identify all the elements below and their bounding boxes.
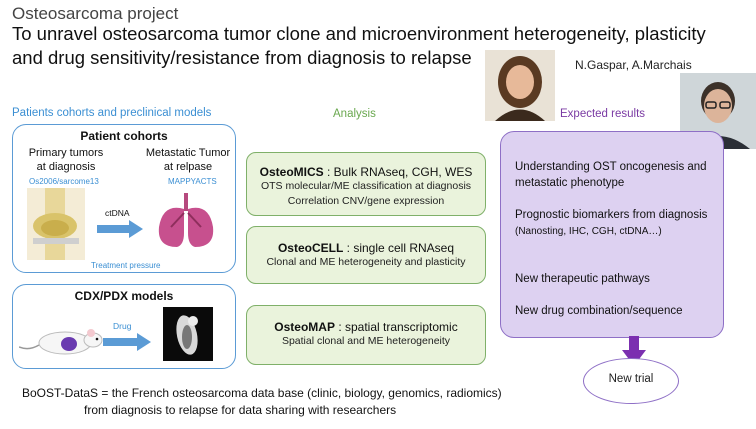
new-trial-label: New trial <box>584 373 678 385</box>
authors: N.Gaspar, A.Marchais <box>575 58 692 72</box>
drug-label: Drug <box>113 321 131 331</box>
patient-cohorts-title: Patient cohorts <box>13 129 235 143</box>
bone-tumor-image <box>27 188 85 260</box>
osteocell-line-1: Clonal and ME heterogeneity and plastici… <box>247 255 485 270</box>
ctdna-label: ctDNA <box>105 208 130 218</box>
result-drug-combination: New drug combination/sequence <box>515 304 710 320</box>
mouse-image <box>19 325 103 357</box>
section-label-cohorts: Patients cohorts and preclinical models <box>12 107 211 119</box>
osteomap-line-1: Spatial clonal and ME heterogeneity <box>247 334 485 349</box>
result-biomarkers-detail: (Nanosting, IHC, CGH, ctDNA…) <box>515 226 662 237</box>
primary-tumors-label: Primary tumors at diagnosis <box>21 147 111 175</box>
primary-line-2: at diagnosis <box>21 161 111 175</box>
osteomap-desc: : spatial transcriptomic <box>335 320 458 334</box>
drug-arrow <box>103 333 151 351</box>
result-biomarkers-main: Prognostic biomarkers from diagnosis <box>515 209 707 221</box>
section-label-analysis: Analysis <box>333 108 376 120</box>
osteomics-header: OsteoMICS : Bulk RNAseq, CGH, WES <box>247 165 485 179</box>
lungs-image <box>153 193 219 251</box>
treatment-pressure-label: Treatment pressure <box>91 261 161 270</box>
osteomics-line-1: OTS molecular/ME classification at diagn… <box>247 179 485 194</box>
metastatic-tumor-label: Metastatic Tumor at relpase <box>143 147 233 175</box>
result-oncogenesis: Understanding OST oncogenesis and metast… <box>515 160 710 192</box>
osteomap-name: OsteoMAP <box>274 320 335 334</box>
osteocell-name: OsteoCELL <box>278 241 343 255</box>
osteomap-header: OsteoMAP : spatial transcriptomic <box>247 320 485 334</box>
osteocell-desc: : single cell RNAseq <box>343 241 454 255</box>
osteocell-header: OsteoCELL : single cell RNAseq <box>247 241 485 255</box>
footer-line-2: from diagnosis to relapse for data shari… <box>84 403 396 417</box>
metastatic-cohort-label: MAPPYACTS <box>168 177 217 186</box>
primary-line-1: Primary tumors <box>21 147 111 161</box>
result-biomarkers: Prognostic biomarkers from diagnosis (Na… <box>515 208 710 240</box>
result-pathways: New therapeutic pathways <box>515 272 710 288</box>
footer-line-1: BoOST-DataS = the French osteosarcoma da… <box>22 386 502 400</box>
osteocell-box: OsteoCELL : single cell RNAseq Clonal an… <box>246 226 486 284</box>
osteomap-box: OsteoMAP : spatial transcriptomic Spatia… <box>246 305 486 365</box>
metastatic-line-2: at relpase <box>143 161 233 175</box>
photo-woman <box>485 50 555 121</box>
title-line-1: To unravel osteosarcoma tumor clone and … <box>12 22 732 46</box>
cdx-pdx-title: CDX/PDX models <box>13 289 235 303</box>
section-label-results: Expected results <box>560 108 645 120</box>
new-trial-oval: New trial <box>583 358 679 404</box>
project-label: Osteosarcoma project <box>12 4 178 24</box>
cdx-pdx-panel: CDX/PDX models Drug <box>12 284 236 369</box>
osteomics-name: OsteoMICS <box>260 165 324 179</box>
ct-scan-image <box>163 307 213 361</box>
primary-cohort-label: Os2006/sarcome13 <box>29 177 99 186</box>
patient-cohorts-panel: Patient cohorts Primary tumors at diagno… <box>12 124 236 273</box>
osteomics-line-2: Correlation CNV/gene expression <box>247 194 485 209</box>
expected-results-box: Understanding OST oncogenesis and metast… <box>500 131 724 338</box>
ctdna-arrow <box>97 220 143 238</box>
metastatic-line-1: Metastatic Tumor <box>143 147 233 161</box>
osteomics-box: OsteoMICS : Bulk RNAseq, CGH, WES OTS mo… <box>246 152 486 216</box>
osteomics-desc: : Bulk RNAseq, CGH, WES <box>324 165 473 179</box>
